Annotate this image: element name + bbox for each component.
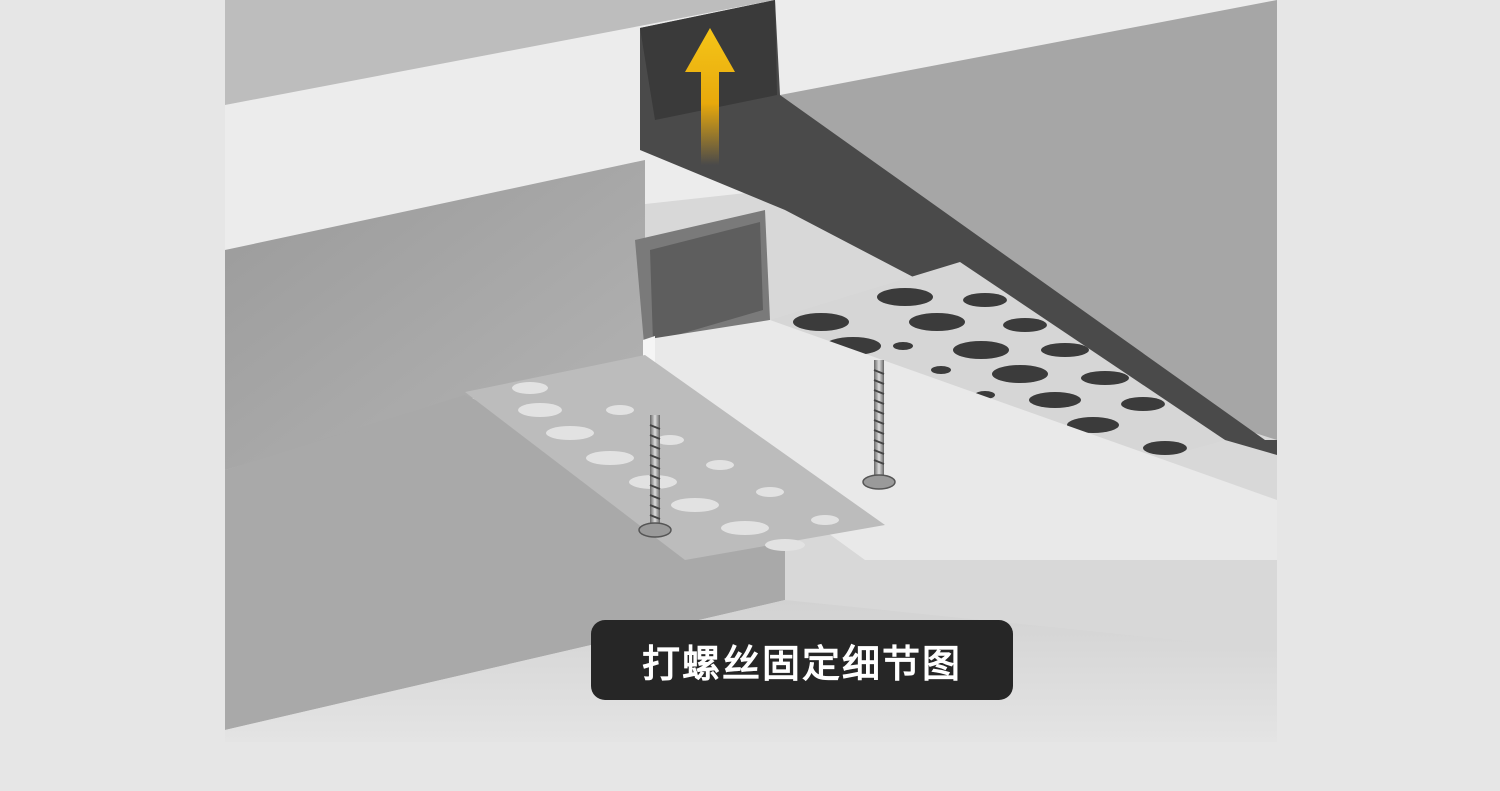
left-perforated-flange [465,355,885,560]
right-perforated-flange [770,262,1225,500]
profile-inner-wall [650,222,763,342]
right-ceiling-board [780,0,1277,440]
right-flange-holes [793,288,1187,455]
screw-icon [638,415,672,538]
recess-groove [640,0,1277,455]
screw-icon [862,360,896,490]
left-ceiling-board [225,160,645,470]
caption-label: 打螺丝固定细节图 [591,620,1013,700]
up-arrow-icon [685,28,735,165]
